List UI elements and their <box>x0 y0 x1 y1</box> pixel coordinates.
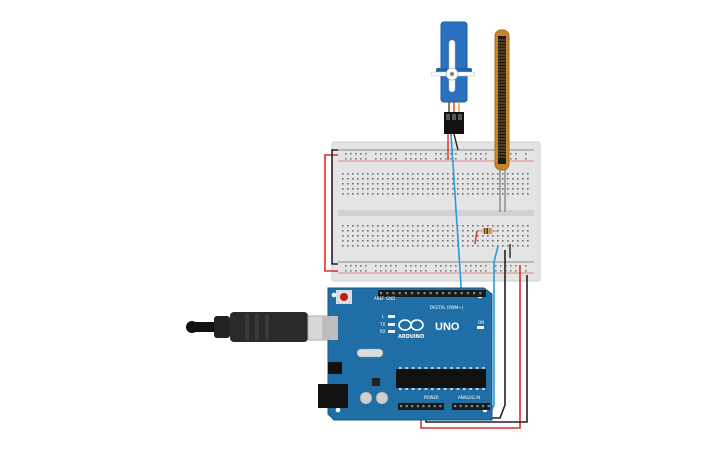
model-label: UNO <box>435 321 460 333</box>
usb-cable <box>186 312 339 342</box>
rx-led-label: RX <box>380 329 386 334</box>
digital-header-pins <box>380 292 482 295</box>
brand-label: ARDUINO <box>398 334 424 340</box>
breadboard[interactable] <box>331 141 541 282</box>
power-analog-pins <box>400 405 490 408</box>
analog-header-label: ANALOG IN <box>458 395 480 400</box>
arduino-logo <box>398 319 424 331</box>
l-led-label: L <box>382 314 385 319</box>
on-led-label: ON <box>478 320 484 325</box>
micro-servo[interactable] <box>430 21 476 134</box>
breadboard-holes <box>342 153 529 272</box>
flex-sensor-traces <box>498 39 506 158</box>
flex-sensor[interactable] <box>494 29 510 212</box>
arduino-uno-board[interactable]: ARDUINO UNO DIGITAL (PWM~) POWER ANALOG … <box>318 287 493 421</box>
power-header-label: POWER <box>424 395 439 400</box>
resistor[interactable] <box>477 228 497 234</box>
tx-led-label: TX <box>379 322 385 327</box>
wires <box>324 133 528 429</box>
chip-pins <box>399 367 485 390</box>
aref-label: AREF <box>374 296 385 301</box>
gnd-label: GND <box>386 296 395 301</box>
digital-header-label: DIGITAL (PWM~) <box>430 305 464 310</box>
